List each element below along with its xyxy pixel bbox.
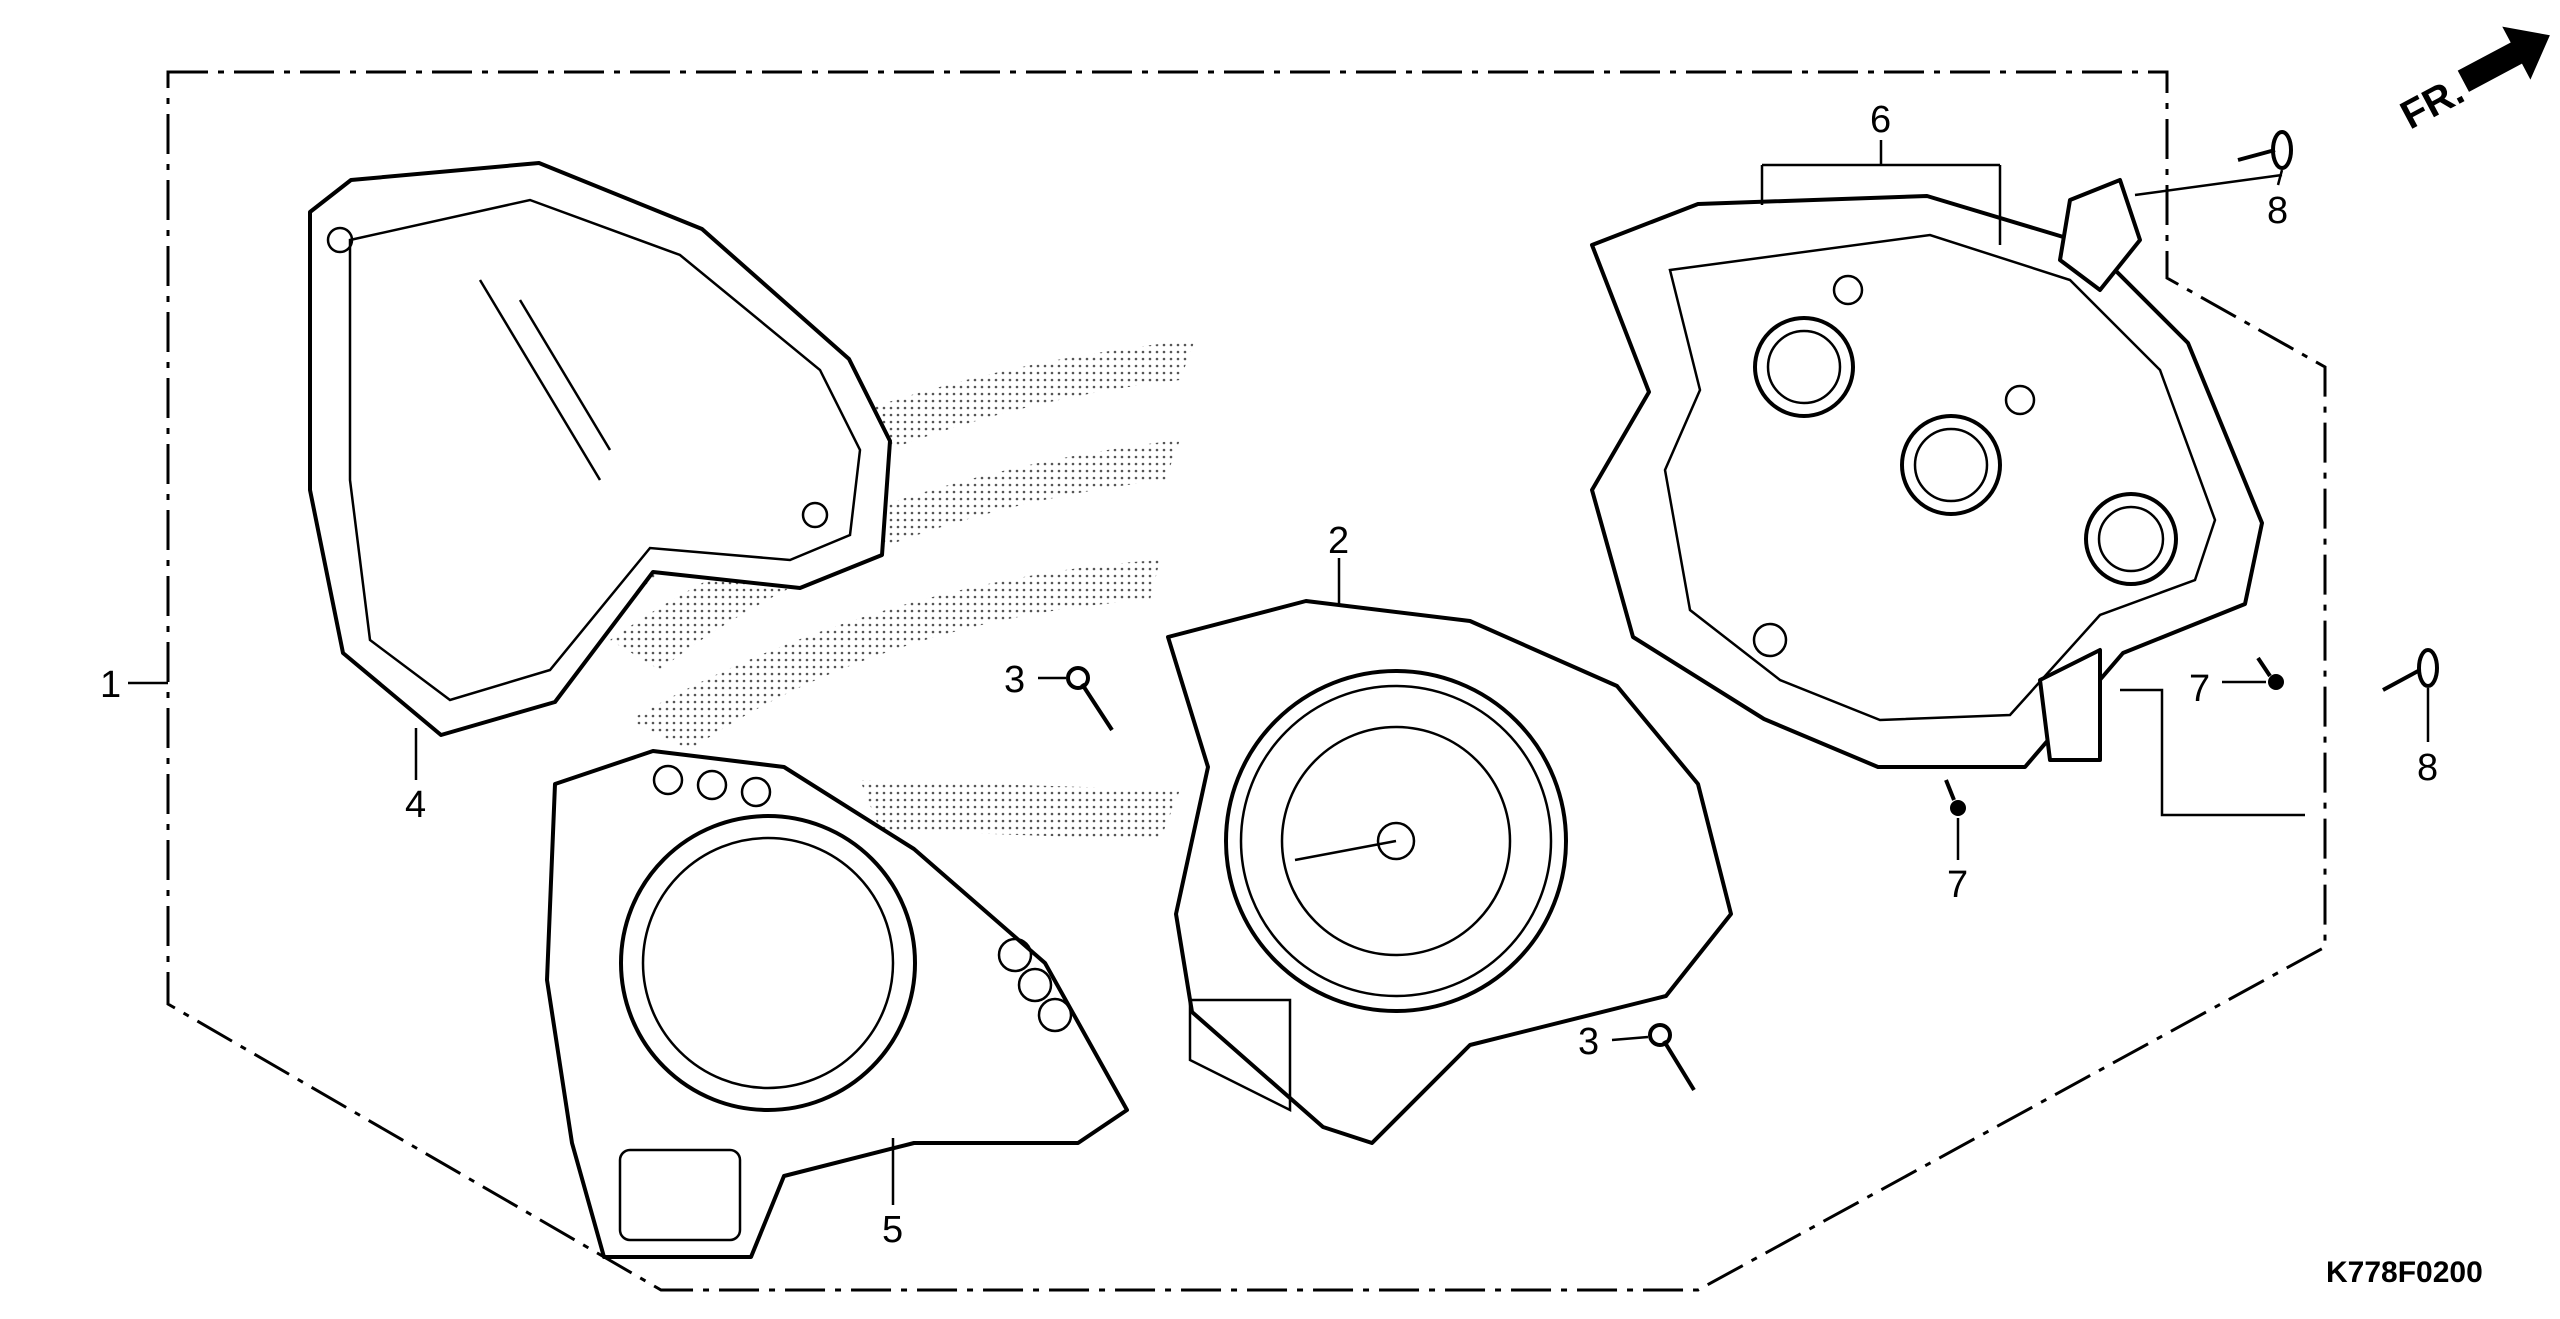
part-6-meter-case xyxy=(1590,178,2264,769)
callout-8-lower: 8 xyxy=(2417,747,2438,789)
callout-3-lower: 3 xyxy=(1578,1021,1599,1063)
direction-label: FR. xyxy=(2394,69,2472,138)
callout-1: 1 xyxy=(100,664,121,706)
arrow-icon xyxy=(2457,26,2550,92)
screw-3-lower xyxy=(1648,1023,1696,1092)
leader-lines xyxy=(128,140,2430,1205)
callout-8-upper: 8 xyxy=(2267,190,2288,232)
front-direction-arrow: FR. xyxy=(2394,26,2550,138)
part-5-meter-panel xyxy=(545,749,1129,1259)
callout-5: 5 xyxy=(882,1209,903,1251)
screw-8-lower xyxy=(2382,648,2439,692)
callout-4: 4 xyxy=(405,784,426,826)
part-4-meter-lens xyxy=(308,161,892,737)
screw-3-upper xyxy=(1066,666,1114,732)
screw-7-lower xyxy=(1944,779,1966,816)
screw-7-right xyxy=(2256,656,2284,690)
wing-logo-watermark xyxy=(590,340,1195,840)
screw-8-upper xyxy=(2237,130,2293,170)
callout-6: 6 xyxy=(1870,99,1891,141)
callout-7-right: 7 xyxy=(2189,668,2210,710)
callout-7-lower: 7 xyxy=(1947,864,1968,906)
figure-code: K778F0200 xyxy=(2326,1256,2483,1289)
callout-3-upper: 3 xyxy=(1004,659,1025,701)
callout-2: 2 xyxy=(1328,520,1349,562)
part-2-meter-assembly xyxy=(1166,599,1733,1145)
assembly-boundary xyxy=(166,70,2327,1292)
